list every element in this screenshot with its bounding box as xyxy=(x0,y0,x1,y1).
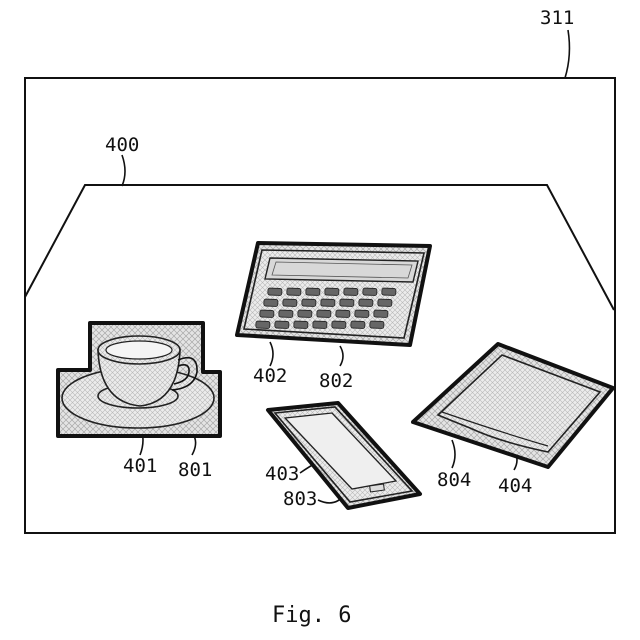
leader-311 xyxy=(565,30,569,78)
calculator-key xyxy=(325,288,339,295)
calculator-key xyxy=(336,310,350,317)
label-400: 400 xyxy=(105,134,139,156)
leader-400 xyxy=(122,155,125,186)
cup-region-801 xyxy=(58,323,220,436)
calculator-key xyxy=(382,288,396,295)
leader-802 xyxy=(340,346,343,366)
label-403: 403 xyxy=(265,463,299,485)
calculator-key xyxy=(378,299,392,306)
calculator-key xyxy=(370,321,384,328)
calculator-key xyxy=(279,310,293,317)
leader-804 xyxy=(452,440,455,468)
label-401: 401 xyxy=(123,455,157,477)
calculator-display xyxy=(265,258,418,282)
calculator-key xyxy=(287,288,301,295)
paper-region-804 xyxy=(413,344,613,467)
label-803: 803 xyxy=(283,488,317,510)
calculator-key xyxy=(355,310,369,317)
calculator-key xyxy=(374,310,388,317)
calculator-key xyxy=(256,321,270,328)
calculator-key xyxy=(283,299,297,306)
calculator-key xyxy=(359,299,373,306)
leader-402 xyxy=(270,342,273,366)
calculator-key xyxy=(275,321,289,328)
label-402: 402 xyxy=(253,365,287,387)
label-404: 404 xyxy=(498,475,532,497)
figure-caption: Fig. 6 xyxy=(272,603,351,628)
calculator-key xyxy=(260,310,274,317)
calculator-key xyxy=(351,321,365,328)
label-311: 311 xyxy=(540,7,574,29)
leader-801 xyxy=(192,436,196,455)
calculator-key xyxy=(298,310,312,317)
calculator-key xyxy=(321,299,335,306)
calculator-key xyxy=(317,310,331,317)
calculator-key xyxy=(294,321,308,328)
label-801: 801 xyxy=(178,459,212,481)
calculator-key xyxy=(306,288,320,295)
calculator-key xyxy=(340,299,354,306)
calculator-key xyxy=(268,288,282,295)
calculator-key xyxy=(363,288,377,295)
calculator-key xyxy=(302,299,316,306)
label-802: 802 xyxy=(319,370,353,392)
calculator-region-802 xyxy=(237,243,430,345)
calculator-key xyxy=(344,288,358,295)
calculator-key xyxy=(264,299,278,306)
calculator-key xyxy=(313,321,327,328)
calculator-key xyxy=(332,321,346,328)
label-804: 804 xyxy=(437,469,471,491)
